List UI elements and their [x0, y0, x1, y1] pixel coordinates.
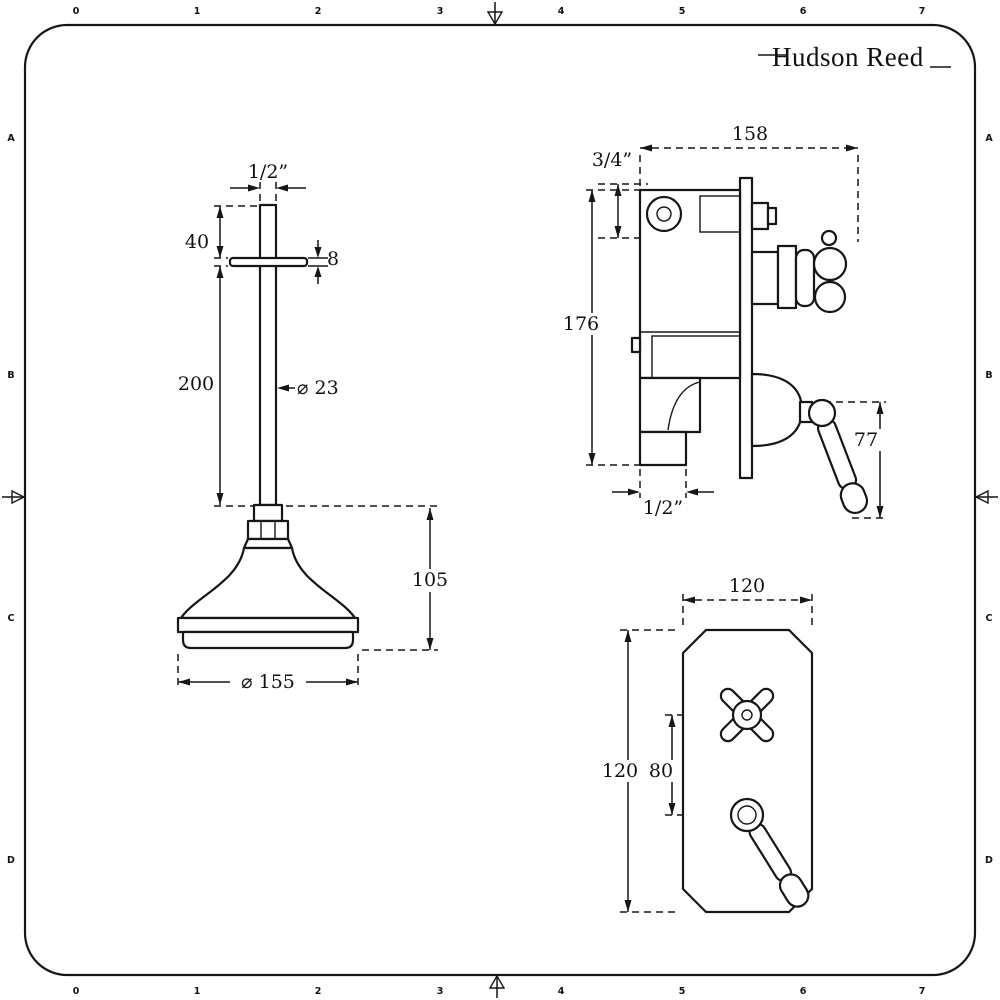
ruler-top-4: 4: [558, 6, 565, 17]
ruler-top-7: 7: [919, 6, 926, 17]
faceplate-drawing: 120 120 80: [600, 575, 814, 914]
dim-label-pipe-length: 200: [178, 373, 214, 395]
dim-valve-width: 158: [640, 123, 858, 152]
dim-head-diameter: ⌀ 155: [178, 671, 358, 693]
valve-port-block: [750, 201, 770, 231]
ruler-bottom-6: 6: [800, 986, 807, 997]
center-mark-bottom-icon: [488, 974, 506, 998]
dim-valve-outlet: 1/2”: [612, 488, 714, 519]
dim-plate-height: 120: [600, 630, 640, 912]
coupler-collar: [252, 503, 284, 523]
valve-side-tab: [630, 336, 642, 354]
valve-port-nub: [766, 206, 778, 226]
dim-drop: 40: [185, 206, 224, 258]
dim-head-height: 105: [408, 508, 452, 650]
upper-cartridge: [750, 250, 780, 306]
ruler-top: 0 1 2 3 4 5 6 7: [73, 6, 926, 17]
ruler-bottom: 0 1 2 3 4 5 6 7: [73, 986, 926, 997]
ruler-top-5: 5: [679, 6, 686, 17]
dim-label-head-diameter: ⌀ 155: [241, 671, 295, 693]
dim-pipe-length: 200: [178, 266, 224, 505]
dim-label-pipe-diameter: ⌀ 23: [297, 377, 339, 399]
ruler-top-2: 2: [315, 6, 322, 17]
ruler-bottom-5: 5: [679, 986, 686, 997]
faceplate-plate: [681, 628, 814, 914]
dim-label-drop: 40: [185, 231, 209, 253]
valve-outlet-foot: [638, 430, 688, 467]
dim-thread: 1/2”: [230, 161, 306, 192]
center-mark-top-icon: [486, 2, 504, 26]
ruler-left-d: D: [7, 855, 15, 866]
sheet-frame: [23, 23, 977, 977]
upper-hub: [794, 248, 816, 308]
valve-top-block: [699, 195, 741, 233]
shower-rim-outer: [176, 616, 360, 634]
ruler-top-3: 3: [437, 6, 444, 17]
valve-side-drawing: 158 3/4” 176 1/2”: [562, 123, 886, 519]
ceiling-flange: [228, 256, 309, 268]
ruler-bottom-1: 1: [194, 986, 201, 997]
dim-label-head-height: 105: [412, 569, 448, 591]
inlet-port: [645, 195, 683, 233]
dim-label-valve-height: 176: [563, 313, 599, 335]
ruler-left-c: C: [8, 613, 15, 624]
ruler-right-b: B: [985, 370, 992, 381]
dim-plate-width: 120: [683, 575, 812, 604]
ruler-right-c: C: [986, 613, 993, 624]
ruler-bottom-7: 7: [919, 986, 926, 997]
shower-bell: [179, 546, 357, 620]
ruler-bottom-2: 2: [315, 986, 322, 997]
dim-valve-height: 176: [562, 190, 602, 465]
ruler-right-a: A: [985, 133, 993, 144]
shower-head-drawing: 1/2” 40 8 200 ⌀ 23: [176, 161, 452, 693]
ruler-top-0: 0: [73, 6, 80, 17]
ruler-left-b: B: [7, 370, 14, 381]
dim-label-valve-inlet: 3/4”: [592, 149, 632, 171]
dim-label-thread: 1/2”: [248, 161, 288, 183]
ruler-bottom-0: 0: [73, 986, 80, 997]
ruler-right-d: D: [985, 855, 993, 866]
center-mark-left-icon: [2, 489, 26, 505]
dim-handle-spacing: 80: [645, 715, 677, 815]
handle-lower-lobe: [813, 280, 847, 314]
handle-top-nub: [820, 229, 838, 247]
valve-backplate: [738, 176, 754, 480]
dim-label-valve-handle: 77: [854, 429, 878, 451]
ruler-bottom-3: 3: [437, 986, 444, 997]
valve-lower-body: [638, 376, 702, 434]
brand-name: Hudson Reed: [772, 42, 924, 72]
dim-label-valve-width: 158: [732, 123, 768, 145]
ruler-top-6: 6: [800, 6, 807, 17]
ruler-top-1: 1: [194, 6, 201, 17]
dim-label-plate-width: 120: [729, 575, 765, 597]
lever-hub-side: [807, 398, 837, 428]
coupler-flare: [242, 537, 294, 550]
handle-upper-lobe: [812, 246, 848, 282]
brand-logo: Hudson Reed: [758, 42, 951, 72]
dim-flange: 8: [314, 240, 339, 284]
ruler-bottom-4: 4: [558, 986, 565, 997]
dim-label-plate-height: 120: [602, 760, 638, 782]
dim-label-flange: 8: [327, 248, 339, 270]
center-mark-right-icon: [974, 489, 998, 505]
ruler-right: A B C D: [985, 133, 993, 866]
crosshead-handle-front: [719, 687, 775, 743]
upper-collar: [776, 244, 798, 310]
shower-rim-inner: [181, 630, 355, 650]
lever-handle-front: [729, 797, 810, 908]
dim-label-handle-spacing: 80: [649, 760, 673, 782]
shower-pipe: [258, 203, 278, 507]
ruler-left: A B C D: [7, 133, 15, 866]
dim-valve-handle: 77: [848, 402, 884, 518]
dim-valve-inlet: 3/4”: [592, 149, 632, 238]
dim-pipe-diameter: ⌀ 23: [277, 377, 339, 399]
lower-escutcheon: [750, 372, 804, 448]
dim-label-valve-outlet: 1/2”: [643, 497, 683, 519]
coupler-nut: [246, 519, 290, 541]
ruler-left-a: A: [7, 133, 15, 144]
